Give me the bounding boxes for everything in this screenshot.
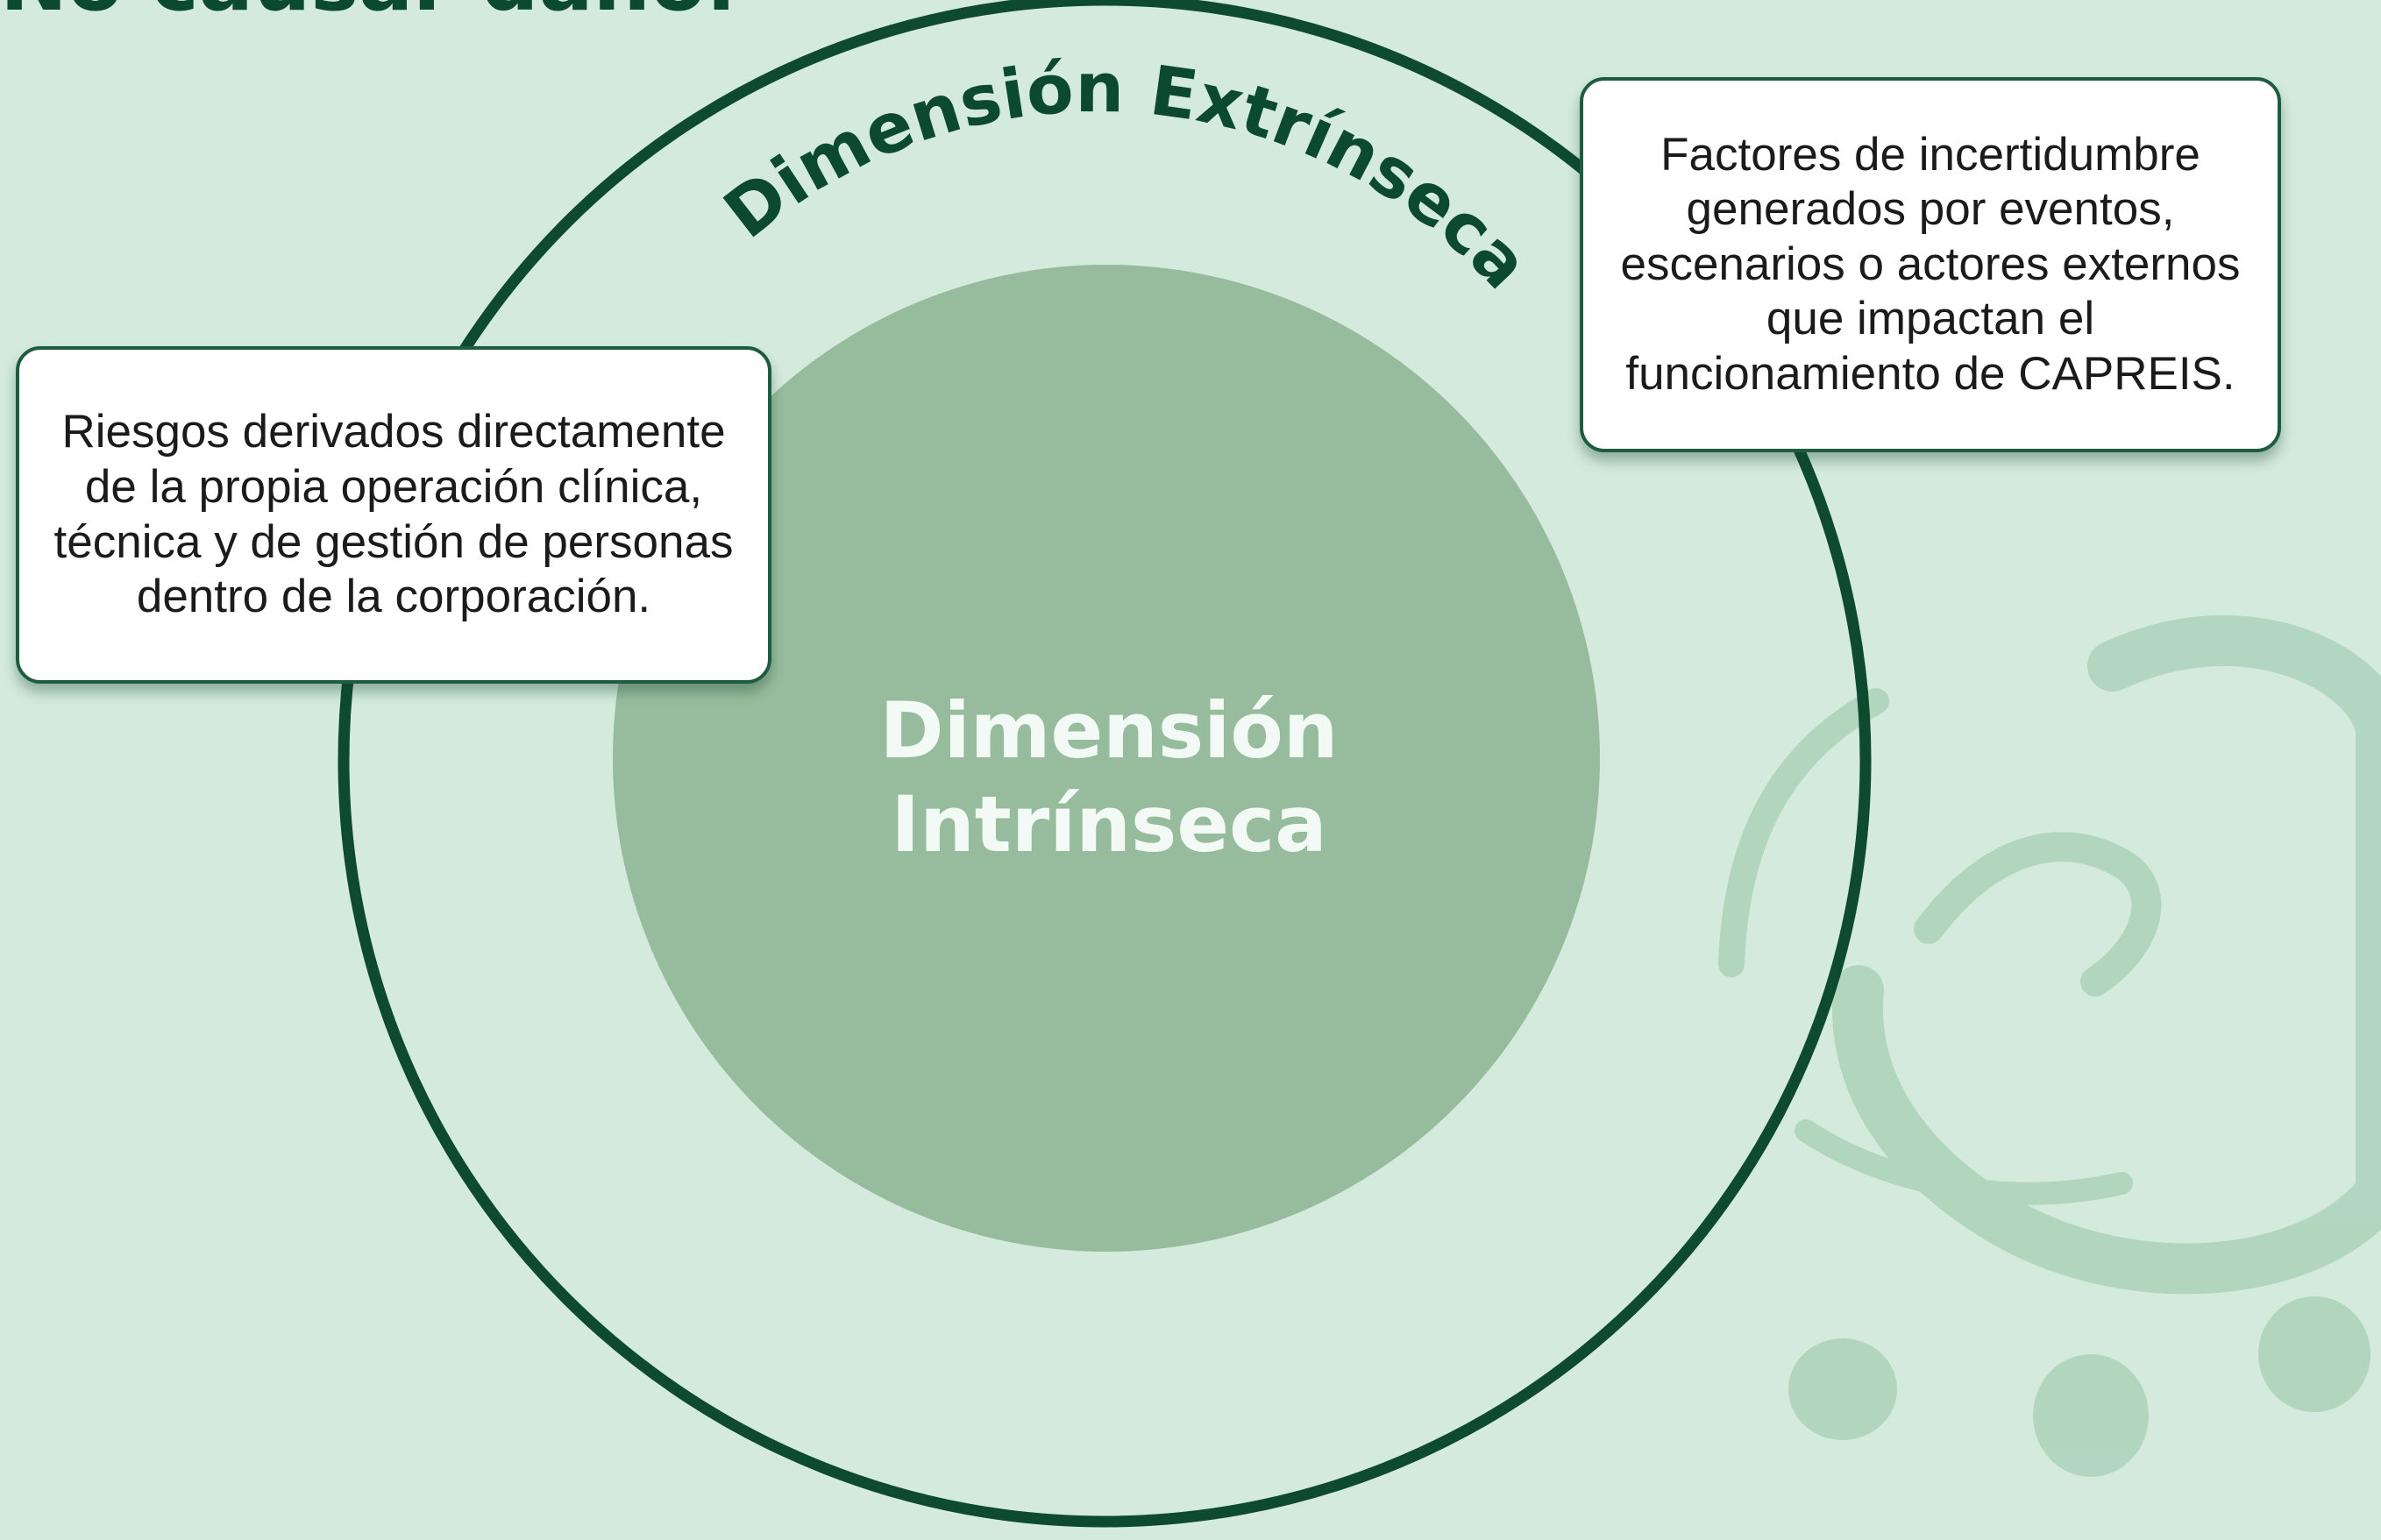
watermark-decoration [1718,615,2381,1477]
watermark-dot-3 [2258,1296,2370,1412]
inner-circle-label: Dimensión Intrínseca [614,684,1604,872]
inner-circle-intrinsic [613,265,1600,1252]
watermark-stroke-1 [1718,688,1889,977]
inner-circle-label-line1: Dimensión [879,685,1339,776]
watermark-stroke-2 [1795,1119,2133,1205]
inner-circle-label-line2: Intrínseca [891,779,1327,870]
callout-intrinsic-text: Riesgos derivados directamente de la pro… [53,406,734,623]
callout-intrinsic-description: Riesgos derivados directamente de la pro… [16,346,771,684]
callout-extrinsic-description: Factores de incertidumbre generados por … [1580,77,2281,452]
outer-circle-extrinsic [338,0,1872,1528]
watermark-swirl-outer [1832,615,2381,1295]
callout-extrinsic-text: Factores de incertidumbre generados por … [1620,128,2241,400]
watermark-swirl-inner [1914,832,2162,997]
watermark-dot-2 [2033,1354,2149,1477]
page-title: No causar daño. [0,0,736,23]
watermark-dot-1 [1788,1338,1897,1440]
